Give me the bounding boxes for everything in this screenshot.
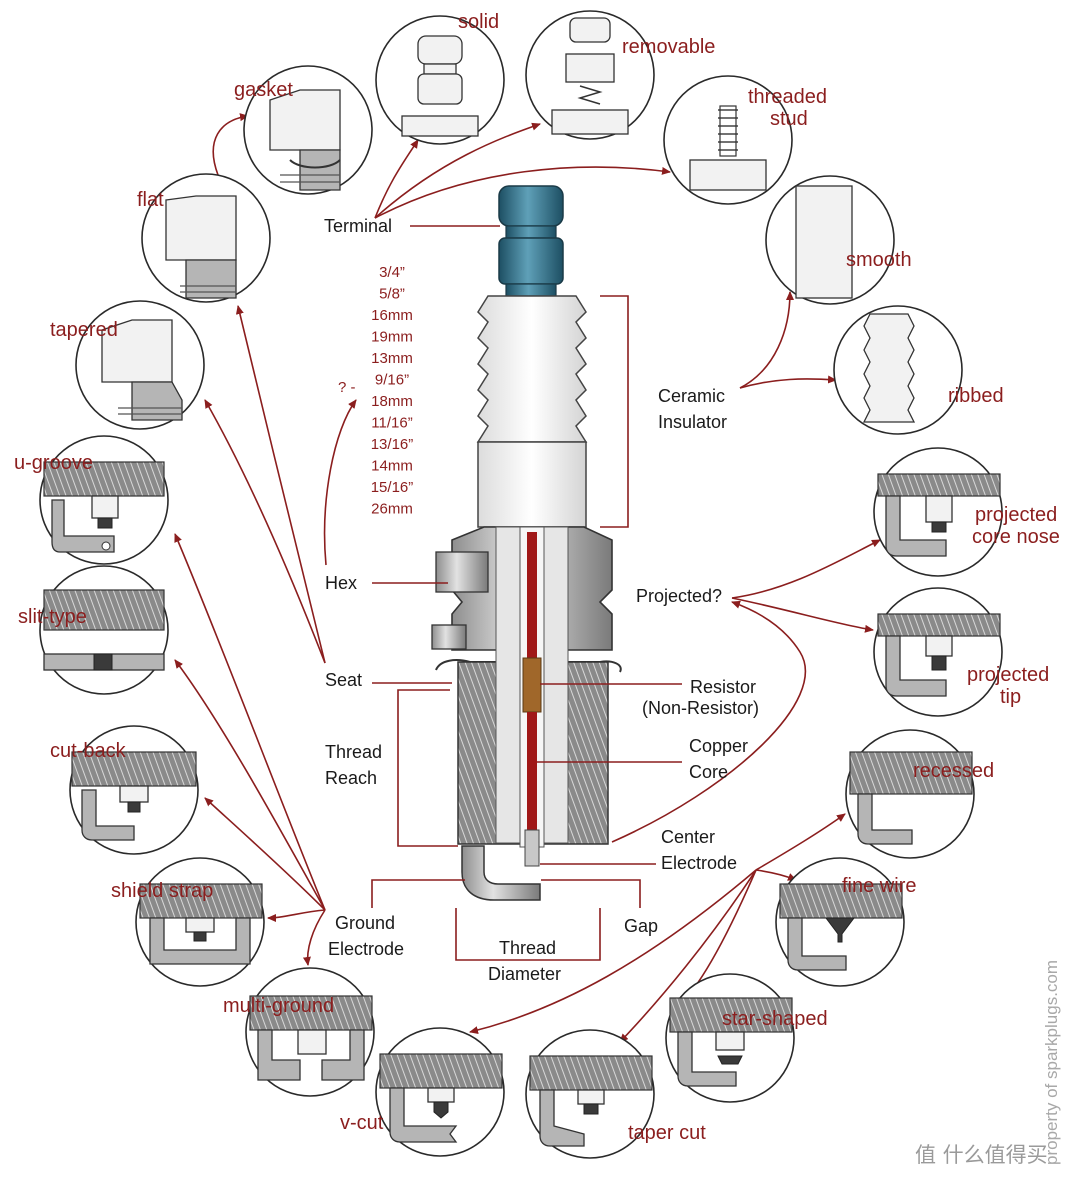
hex-size-item: 14mm [371,458,413,475]
ground-electrode-label-line1: Ground [335,913,395,933]
resistor-label-line2: (Non-Resistor) [642,698,759,718]
outer-arrows [174,113,881,1043]
v-cut-label: v-cut [340,1112,384,1134]
v-cut-circle [375,1027,505,1157]
ribbed-insulator-circle [833,305,963,435]
hex-size-item: 11/16” [371,415,412,432]
gasket-seat-circle [243,65,373,195]
hex-size-item: 15/16” [371,479,414,496]
center-leader-lines [323,225,807,961]
ceramic-insulator-label-line1: Ceramic [658,386,725,406]
tapered-label: tapered [50,319,118,341]
fine-wire-label: fine wire [842,875,916,897]
spark-plug [431,185,622,901]
hex-size-item: 3/4” [379,264,405,281]
smooth-label: smooth [846,249,912,271]
recessed-label: recessed [913,760,994,782]
terminal-nut [498,185,564,297]
cut-back-label: cut-back [50,740,127,762]
removable-label: removable [622,36,715,58]
ribbed-label: ribbed [948,385,1004,407]
center-core [519,526,545,867]
tapered-seat-circle [75,300,205,430]
ground-electrode [461,845,541,901]
hex-size-item: 13mm [371,350,413,367]
projected-core-nose-label-line1: projected [975,504,1057,526]
star-shaped-label: star-shaped [722,1008,828,1030]
ceramic-insulator-label-line2: Insulator [658,412,727,432]
hex-size-item: 13/16” [371,436,414,453]
flat-label: flat [137,189,164,211]
hex-size-item: 19mm [371,329,413,346]
hex-size-item: 5/8” [379,286,405,303]
hex-size-item: 26mm [371,501,413,518]
projected-core-nose-circle [873,447,1003,577]
projected-label: Projected? [636,586,722,606]
hex-size-item: 18mm [371,393,413,410]
terminal-label: Terminal [324,216,392,236]
projected-tip-circle [873,587,1003,717]
hex-question-label: ? - [338,379,356,396]
thread-reach-label-line2: Reach [325,768,377,788]
star-shaped-circle [665,973,795,1103]
copper-core-label-line1: Copper [689,736,748,756]
taper-cut-label: taper cut [628,1122,706,1144]
flat-seat-circle [141,173,271,303]
slit-type-circle [39,565,169,695]
slit-type-label: slit-type [18,606,87,628]
gasket-label: gasket [234,79,293,101]
multi-ground-circle [245,967,375,1097]
hex-size-item: 9/16” [375,372,409,389]
projected-tip-label-line1: projected [967,664,1049,686]
hex-size-list: 3/4” 5/8” 16mm 19mm 13mm 9/16” 18mm 11/16” 13/16… [371,264,414,518]
copper-core-label-line2: Core [689,762,728,782]
hex-label: Hex [325,573,357,593]
solid-label: solid [458,11,499,33]
threaded-stud-terminal-circle [663,75,793,205]
multi-ground-label: multi-ground [223,995,334,1017]
threaded-stud-label-line1: threaded [748,86,827,108]
resistor-label-line1: Resistor [690,677,756,697]
cut-back-circle [69,725,199,855]
solid-terminal-circle [375,15,505,145]
watermark-text: property of sparkplugs.com [1042,960,1061,1165]
hex-size-item: 16mm [371,307,413,324]
ceramic-insulator [476,295,588,528]
gap-label: Gap [624,916,658,936]
thread-diameter-label-line2: Diameter [488,964,561,984]
threaded-stud-label-line2: stud [770,108,808,130]
thread-diameter-label-line1: Thread [499,938,556,958]
taper-cut-circle [525,1029,655,1159]
shield-strap-circle [135,857,265,987]
site-logo-text: 值 什么值得买 [915,1143,1048,1167]
ground-electrode-label-line2: Electrode [328,939,404,959]
u-groove-label: u-groove [14,452,93,474]
seat-label: Seat [325,670,362,690]
smooth-insulator-circle [765,175,895,305]
projected-tip-label-line2: tip [1000,686,1021,708]
recessed-circle [845,729,975,859]
fine-wire-circle [775,857,905,987]
thread-reach-label-line1: Thread [325,742,382,762]
u-groove-circle [39,435,169,565]
removable-terminal-circle [525,10,655,140]
projected-core-nose-label-line2: core nose [972,526,1060,548]
center-electrode-label-line1: Center [661,827,715,847]
shield-strap-label: shield strap [111,880,213,902]
center-electrode-label-line2: Electrode [661,853,737,873]
